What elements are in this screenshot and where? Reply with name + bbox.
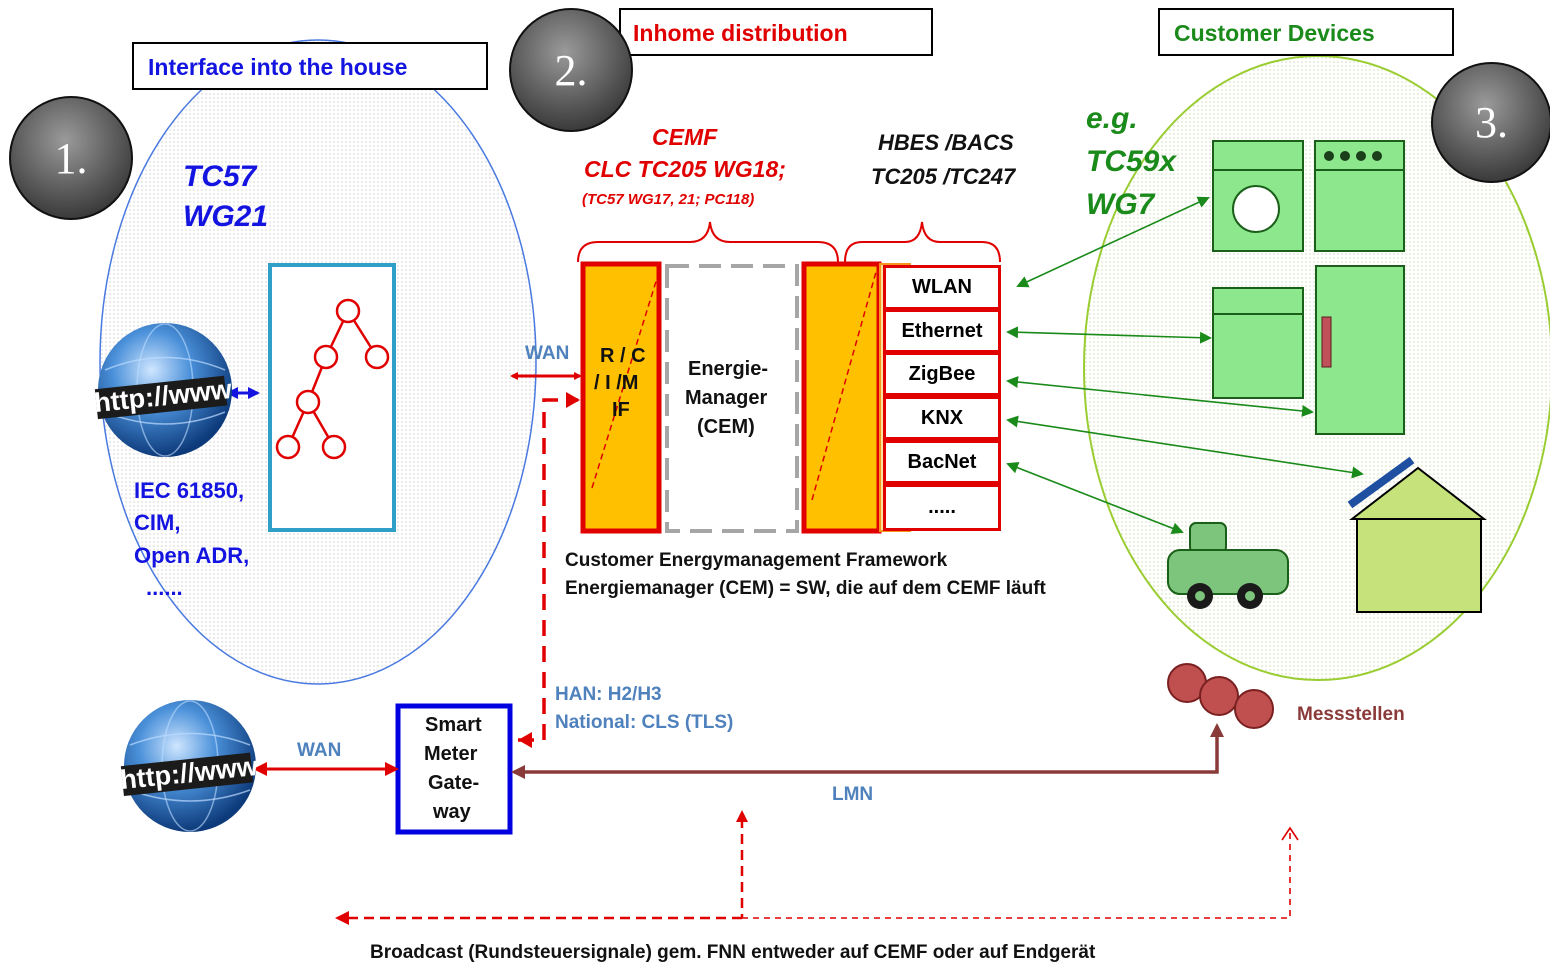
cemf-title: CEMF [652, 124, 718, 150]
wg21-label: WG21 [183, 200, 269, 233]
step-2-badge: 2. [509, 8, 633, 132]
rcim-line1: R / C [600, 345, 646, 367]
national-cls-label: National: CLS (TLS) [555, 712, 734, 733]
metering-points-icon [1167, 663, 1274, 729]
protocol-zigbee: ZigBee [883, 352, 1001, 396]
wan-top-label: WAN [525, 343, 570, 364]
stove-icon [1314, 140, 1405, 252]
cem-line1: Energie- [688, 358, 769, 380]
inhome-header-box: Inhome distribution [619, 8, 933, 56]
tc59x-label: TC59x [1086, 145, 1177, 178]
messstellen-label: Messstellen [1297, 704, 1405, 725]
electric-car-icon [1167, 522, 1289, 609]
inhome-header-label: Inhome distribution [633, 20, 848, 46]
smgw-line2: Meter [424, 743, 478, 765]
protocol-more: ..... [883, 484, 1001, 531]
hbes-brace [844, 221, 1001, 263]
customer-devices-header-box: Customer Devices [1158, 8, 1454, 56]
eg-label: e.g. [1086, 102, 1138, 135]
energy-manager-block [665, 264, 799, 533]
rcim-line3: IF [612, 399, 630, 421]
rcim-interface-block [580, 261, 662, 534]
han-label: HAN: H2/H3 [555, 684, 662, 705]
interface-header-box: Interface into the house [132, 42, 488, 90]
framework-caption-2: Energiemanager (CEM) = SW, die auf dem C… [565, 578, 1046, 599]
cem-line3: (CEM) [697, 416, 755, 438]
tc205-tc247-label: TC205 /TC247 [871, 164, 1016, 189]
step-3-badge: 3. [1431, 62, 1550, 183]
dishwasher-icon [1212, 287, 1304, 399]
hbes-label: HBES /BACS [878, 130, 1014, 155]
protocol-bacnet: BacNet [883, 440, 1001, 484]
house-solar-icon [1347, 456, 1487, 613]
globe-icon-bottom [120, 700, 256, 832]
interface-header-label: Interface into the house [148, 54, 408, 80]
smgw-line4: way [433, 801, 471, 823]
standard-more: ...... [146, 575, 183, 600]
lmn-link [511, 723, 1224, 779]
wg7-label: WG7 [1086, 188, 1155, 221]
broadcast-caption: Broadcast (Rundsteuersignale) gem. FNN e… [370, 942, 1096, 963]
cemf-clc: CLC TC205 WG18; [584, 156, 786, 182]
protocol-knx: KNX [883, 396, 1001, 440]
device-connections [1006, 196, 1364, 534]
cemf-tc57: (TC57 WG17, 21; PC118) [582, 191, 755, 208]
standard-cim: CIM, [134, 510, 181, 535]
tree-structure-icon [268, 263, 396, 532]
rcim-line2: / I /M [594, 372, 639, 394]
tc57-label: TC57 [183, 160, 257, 193]
cem-line2: Manager [685, 387, 768, 409]
standard-openadr: Open ADR, [134, 543, 250, 568]
protocol-wlan: WLAN [883, 265, 1001, 310]
globe-icon-top [94, 323, 232, 457]
smgw-line1: Smart [425, 714, 482, 736]
lmn-label: LMN [832, 784, 874, 805]
broadcast-dashed-lines [335, 818, 1291, 925]
standard-iec: IEC 61850, [134, 478, 245, 503]
step-1-badge: 1. [9, 96, 133, 220]
protocol-ethernet: Ethernet [883, 309, 1001, 353]
wan-bottom-label: WAN [297, 740, 342, 761]
smgw-line3: Gate- [428, 772, 480, 794]
cemf-brace [577, 221, 839, 263]
fridge-icon [1315, 265, 1405, 435]
customer-devices-header-label: Customer Devices [1174, 20, 1375, 46]
washing-machine-icon [1212, 140, 1304, 252]
framework-caption-1: Customer Energymanagement Framework [565, 550, 948, 571]
